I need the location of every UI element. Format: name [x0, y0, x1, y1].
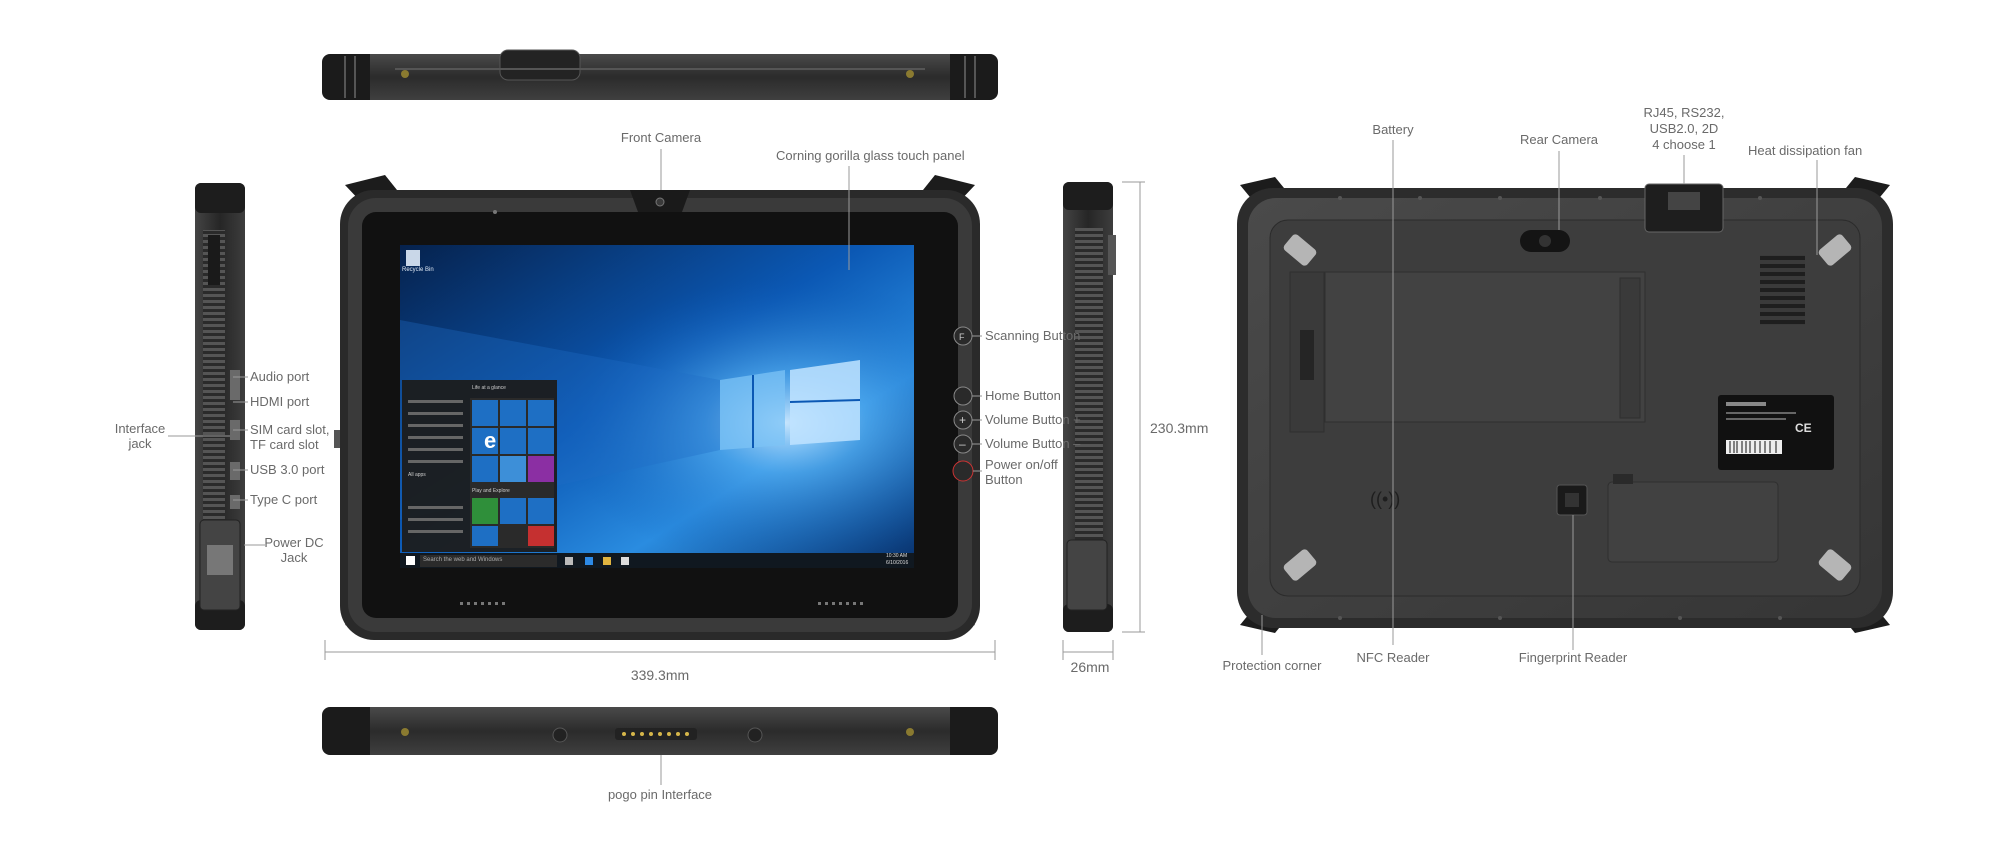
start-play-explore: Play and Explore — [472, 488, 510, 494]
svg-text:+: + — [959, 413, 966, 427]
svg-text:((•)): ((•)) — [1370, 489, 1400, 509]
label-rj45-3: 4 choose 1 — [1652, 137, 1716, 152]
svg-text:–: – — [959, 437, 966, 451]
start-life-at-glance: Life at a glance — [472, 385, 506, 391]
label-rear-camera: Rear Camera — [1519, 132, 1599, 147]
label-hdmi-port: HDMI port — [250, 394, 310, 409]
label-volume-down: Volume Button – — [985, 436, 1081, 451]
label-front-camera: Front Camera — [620, 130, 702, 145]
svg-text:e: e — [484, 428, 496, 453]
start-all-apps: All apps — [408, 472, 426, 478]
label-fingerprint-reader: Fingerprint Reader — [1518, 650, 1628, 665]
label-thickness-dim: 26mm — [1070, 659, 1110, 675]
label-nfc-reader: NFC Reader — [1356, 650, 1430, 665]
label-usb3-port: USB 3.0 port — [250, 462, 325, 477]
label-volume-up: Volume Button + — [985, 412, 1081, 427]
label-height-dim: 230.3mm — [1150, 420, 1209, 436]
left-side-view — [195, 183, 245, 630]
label-rj45-1: RJ45, RS232, — [1643, 105, 1725, 120]
label-scanning-button: Scanning Button — [985, 328, 1081, 343]
label-home-button: Home Button — [985, 388, 1061, 403]
top-edge-view — [322, 49, 998, 100]
back-view: CE ((•)) — [1237, 177, 1893, 633]
label-tf-slot: TF card slot — [250, 437, 319, 452]
label-heat-fan: Heat dissipation fan — [1748, 143, 1863, 158]
label-rj45-2: USB2.0, 2D — [1649, 121, 1719, 136]
taskbar-search-input: Search the web and Windows — [423, 557, 503, 563]
label-sim-slot: SIM card slot, — [250, 422, 330, 437]
label-power-dc-jack: Power DC Jack — [264, 535, 324, 565]
svg-text:CE: CE — [1795, 421, 1812, 435]
label-interface-jack: Interface jack — [114, 421, 166, 451]
label-power-button-2: Button — [985, 472, 1023, 487]
label-width-dim: 339.3mm — [630, 667, 690, 683]
label-typec-port: Type C port — [250, 492, 318, 507]
leader-lines — [168, 140, 1818, 785]
recycle-bin-label: Recycle Bin — [402, 267, 434, 273]
taskbar-clock-date: 6/10/2016 — [886, 560, 909, 566]
label-protection-corner: Protection corner — [1222, 658, 1322, 673]
label-gorilla-glass: Corning gorilla glass touch panel — [776, 148, 965, 163]
label-battery: Battery — [1372, 122, 1414, 137]
front-view: e F + — [334, 175, 980, 640]
taskbar-clock-time: 10:30 AM — [886, 553, 908, 559]
label-audio-port: Audio port — [250, 369, 310, 384]
label-power-button-1: Power on/off — [985, 457, 1058, 472]
right-side-view — [1063, 182, 1116, 632]
bottom-edge-view — [322, 707, 998, 755]
svg-text:F: F — [959, 332, 965, 342]
label-pogo-pin: pogo pin Interface — [607, 787, 713, 802]
